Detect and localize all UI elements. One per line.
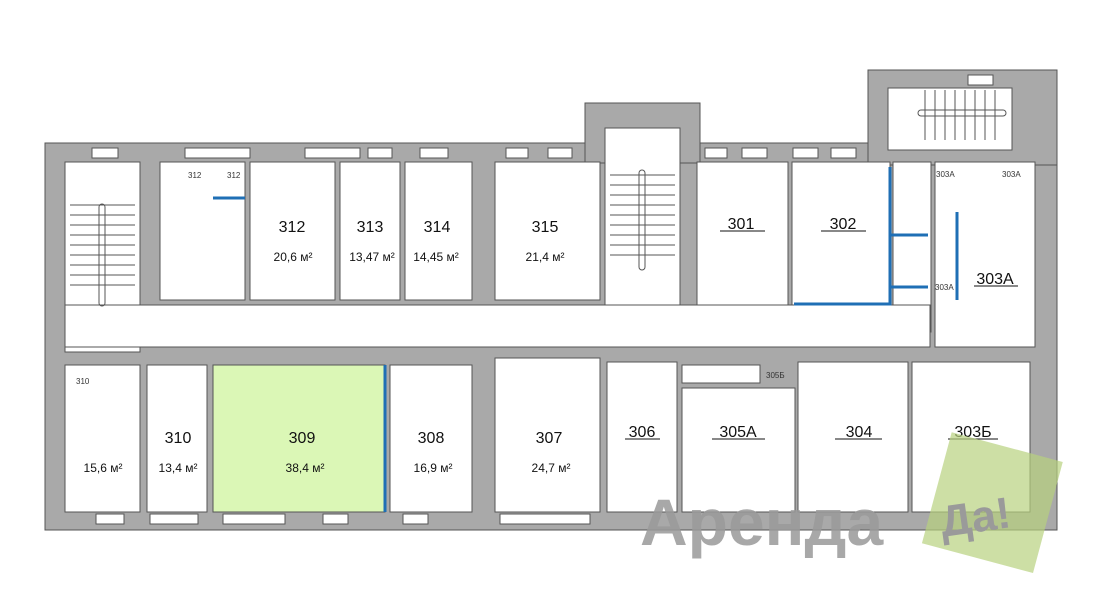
room-interiors [64,87,1036,513]
room-number: 312 [279,219,306,236]
stair-left [70,203,135,307]
room-number: 314 [424,219,451,236]
small-room-label: 310 [76,377,90,386]
room-number: 307 [536,430,563,447]
small-room-label: 303А [936,170,955,179]
small-room-label: 303А [935,283,954,292]
small-room-label: 305Б [766,371,785,380]
selected-room-309 [212,364,386,513]
watermark-badge [921,432,1063,574]
room-number: 306 [629,424,656,441]
wc-label: 312 [188,171,202,180]
plumbing-lines [213,167,959,512]
stair-middle [610,169,675,271]
room-area: 24,7 м² [532,461,571,475]
watermark-badge-text: Да! [937,488,1014,546]
room-number: 301 [728,216,755,233]
staircases [70,90,1007,307]
room-labels: 312 20,6 м² 313 13,47 м² 314 14,45 м² 31… [76,170,1021,475]
room-number: 302 [830,216,857,233]
room-number: 310 [165,430,192,447]
stair-top-right [917,90,1007,140]
watermark: Аренда Да! [640,432,1063,574]
room-area: 14,45 м² [413,250,459,264]
room-area: 16,9 м² [414,461,453,475]
room-area: 13,4 м² [159,461,198,475]
room-number: 313 [357,219,384,236]
wc-label: 312 [227,171,241,180]
room-number: 308 [418,430,445,447]
watermark-text: Аренда [640,485,884,559]
room-number: 315 [532,219,559,236]
room-area: 21,4 м² [526,250,565,264]
room-number: 305А [719,424,757,441]
small-room-label: 303А [1002,170,1021,179]
room-number: 304 [846,424,873,441]
room-number: 309 [289,430,316,447]
windows [91,74,994,525]
room-area: 13,47 м² [349,250,395,264]
room-area: 15,6 м² [84,461,123,475]
room-number: 303А [976,271,1014,288]
room-area: 20,6 м² [274,250,313,264]
room-area: 38,4 м² [286,461,325,475]
